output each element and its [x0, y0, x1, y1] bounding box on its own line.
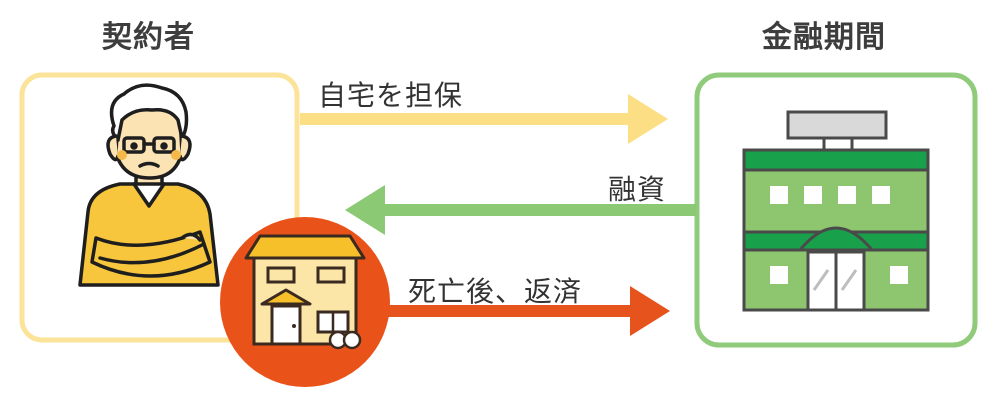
collateral-arrow — [300, 94, 668, 144]
cheek-blush — [171, 150, 181, 160]
contractor-title: 契約者 — [102, 20, 195, 55]
collateral-label: 自宅を担保 — [318, 79, 464, 112]
bank-title: 金融期間 — [762, 20, 886, 55]
repayment-arrow — [370, 286, 670, 336]
repayment-label: 死亡後、返済 — [408, 275, 583, 308]
loan-arrow — [345, 185, 696, 235]
bank-building-icon — [742, 110, 930, 312]
elderly-man-illustration — [78, 83, 220, 287]
house-icon — [220, 217, 390, 387]
cheek-blush — [117, 150, 127, 160]
loan-label: 融資 — [608, 173, 667, 206]
